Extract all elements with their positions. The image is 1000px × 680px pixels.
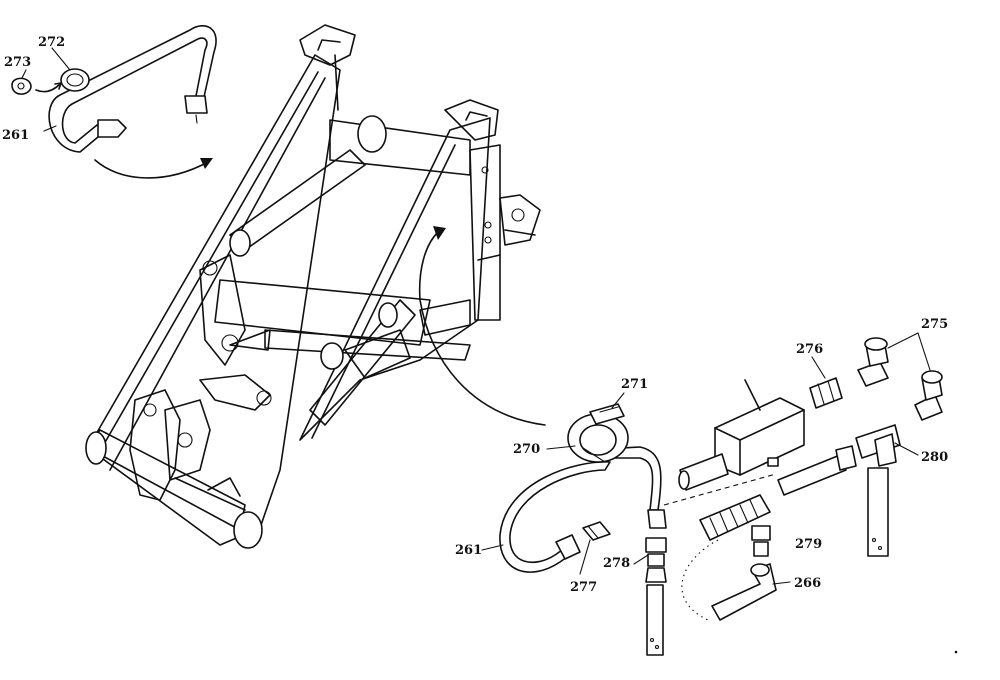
callout-277: 277: [570, 580, 598, 595]
fitting-276: [809, 377, 843, 409]
arrow-to-arm: [94, 158, 213, 179]
valve-block: [678, 379, 805, 491]
callout-266: 266: [794, 576, 822, 591]
callout-278: 278: [603, 556, 631, 571]
callout-261-bottom: 261: [455, 543, 483, 558]
callout-261-top: 261: [2, 128, 30, 143]
leader-lines: [21, 47, 931, 585]
bolt-271: [589, 403, 625, 425]
callout-275: 275: [921, 317, 949, 332]
clamp-270: [567, 413, 629, 463]
clip-272: [60, 68, 90, 92]
elbow-266: [711, 563, 777, 621]
tee-280: [855, 424, 901, 557]
callout-280: 280: [921, 450, 949, 465]
callout-273: 273: [4, 55, 32, 70]
callout-270: 270: [513, 442, 541, 457]
callout-276: 276: [796, 342, 824, 357]
callout-271: 271: [621, 377, 649, 392]
adapter-277: [582, 521, 611, 541]
fitting-275: [857, 337, 943, 421]
callout-279: 279: [795, 537, 823, 552]
adapter-279: [751, 525, 771, 557]
arrow-to-cylinder: [418, 226, 546, 426]
callout-272: 272: [38, 35, 66, 50]
spring-guard: [699, 494, 771, 541]
hose-fitting: [777, 445, 857, 496]
fastener-273: [11, 77, 62, 95]
pipe-261-bottom: [499, 446, 667, 573]
adapter-278: [645, 537, 667, 656]
loader-arm-frame: [85, 24, 541, 549]
